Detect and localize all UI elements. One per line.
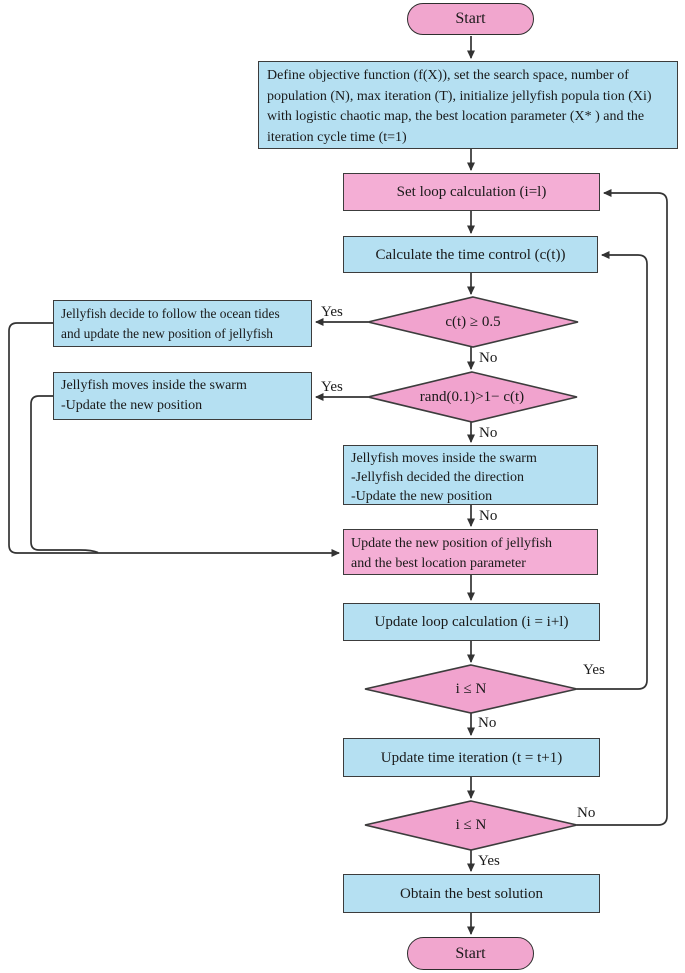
label-no-condtime: No xyxy=(479,350,498,366)
edge-condi1-yes-loop xyxy=(577,251,648,690)
decision-time-control-shape xyxy=(367,296,579,348)
label-no-moveinside: No xyxy=(479,508,498,524)
decision-rand-shape xyxy=(367,371,578,423)
label-yes-condi2: Yes xyxy=(478,853,500,869)
process-obtain-best-solution: Obtain the best solution xyxy=(343,874,600,913)
process-update-time-iteration: Update time iteration (t = t+1) xyxy=(343,738,600,777)
process-update-position: Update the new position of jellyfish and… xyxy=(343,529,598,575)
label-yes-ocean: Yes xyxy=(321,304,343,320)
label-no-condrand: No xyxy=(479,425,498,441)
decision-i-le-n-2-label: i ≤ N xyxy=(455,817,487,833)
decision-rand-label: rand(0.1)>1− c(t) xyxy=(419,389,525,405)
process-calc-time-control: Calculate the time control (c(t)) xyxy=(343,236,598,273)
decision-time-control-label: c(t) ≥ 0.5 xyxy=(445,314,501,330)
edge-ocean-feedback xyxy=(8,322,340,557)
label-no-condi2: No xyxy=(577,805,596,821)
process-initialize: Define objective function (f(X)), set th… xyxy=(258,61,678,149)
decision-i-le-n-1-label: i ≤ N xyxy=(455,681,487,697)
process-move-inside-swarm-update: Jellyfish moves inside the swarm -Update… xyxy=(53,372,312,420)
process-set-loop: Set loop calculation (i=l) xyxy=(343,173,600,211)
process-move-inside-swarm-direction: Jellyfish moves inside the swarm -Jellyf… xyxy=(343,445,598,505)
label-no-condi1: No xyxy=(478,715,497,731)
decision-i-le-n-1-shape xyxy=(364,664,578,714)
decision-i-le-n-2-shape xyxy=(364,800,578,851)
process-follow-ocean-tides: Jellyfish decide to follow the ocean tid… xyxy=(53,300,312,347)
edge-swarm-feedback xyxy=(30,395,99,554)
process-update-loop: Update loop calculation (i = i+l) xyxy=(343,603,600,641)
terminal-start-top: Start xyxy=(407,3,534,35)
edge-condi2-no-loop xyxy=(577,189,668,826)
label-yes-swarm: Yes xyxy=(321,379,343,395)
terminal-start-bottom: Start xyxy=(407,937,534,970)
label-yes-condi1: Yes xyxy=(583,662,605,678)
